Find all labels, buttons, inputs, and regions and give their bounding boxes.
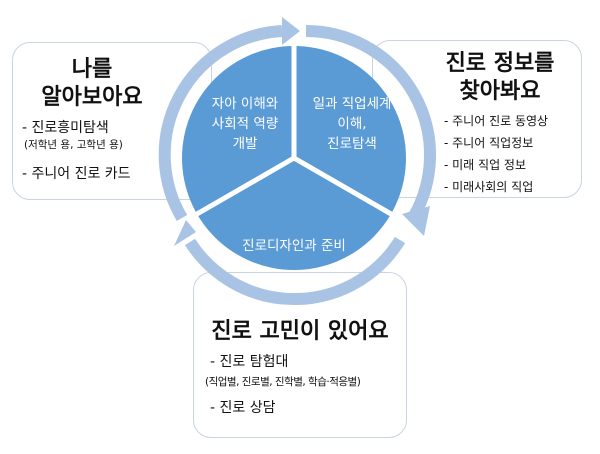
bottom-item-explorer[interactable]: - 진로 탐험대 — [210, 354, 289, 370]
title-line: 나를 — [71, 57, 113, 82]
left-box-title: 나를 알아보아요 — [22, 56, 162, 112]
segment-line: 진로디자인과 준비 — [242, 238, 346, 254]
segment-line: 일과 직업세계 — [312, 96, 392, 112]
right-box — [372, 40, 582, 198]
bottom-item-counseling[interactable]: - 진로 상담 — [210, 400, 276, 416]
arrow-head-right-icon — [402, 206, 430, 236]
right-item-future-society[interactable]: - 미래사회의 직업 — [444, 180, 534, 194]
right-box-list: - 주니어 진로 동영상 - 주니어 직업정보 - 미래 직업 정보 - 미래사… — [444, 110, 548, 198]
left-item-card[interactable]: - 주니어 진로 카드 — [22, 166, 131, 182]
arrow-head-left-icon — [174, 220, 196, 246]
arrow-head-top-icon — [282, 17, 300, 45]
right-item-job-info[interactable]: - 주니어 직업정보 — [444, 136, 534, 150]
left-item-interest-note: (저학년 용, 고학년 용) — [24, 139, 123, 151]
left-box — [12, 42, 212, 200]
bottom-item-explorer-note: (직업별, 진로별, 진학별, 학습·적응별) — [205, 376, 361, 388]
segment-line: 개발 — [232, 136, 258, 152]
right-box-title: 진로 정보를 찾아봐요 — [430, 50, 570, 106]
segment-self-understanding: 자아 이해와 사회적 역량 개발 — [200, 94, 290, 154]
left-item-interest[interactable]: - 진로흥미탐색 — [22, 120, 109, 136]
right-item-future-job[interactable]: - 미래 직업 정보 — [444, 158, 527, 172]
title-line: 진로 정보를 — [445, 51, 555, 76]
title-line: 찾아봐요 — [459, 79, 541, 104]
bottom-box-title: 진로 고민이 있어요 — [211, 319, 389, 344]
segment-career-design: 진로디자인과 준비 — [214, 236, 374, 256]
title-line: 알아보아요 — [41, 85, 143, 110]
segment-line: 이해, — [337, 116, 367, 132]
segment-line: 자아 이해와 — [211, 96, 279, 112]
ring-arc-top-left — [158, 25, 283, 222]
right-item-video[interactable]: - 주니어 진로 동영상 — [444, 114, 549, 128]
segment-line: 진로탐색 — [327, 136, 377, 152]
segment-line: 사회적 역량 — [211, 116, 279, 132]
ring-arc-bottom — [184, 236, 406, 305]
cycle-ring — [158, 25, 437, 305]
cycle-dividers — [188, 40, 400, 221]
ring-arc-right — [305, 25, 437, 219]
segment-career-exploration: 일과 직업세계 이해, 진로탐색 — [300, 94, 404, 154]
